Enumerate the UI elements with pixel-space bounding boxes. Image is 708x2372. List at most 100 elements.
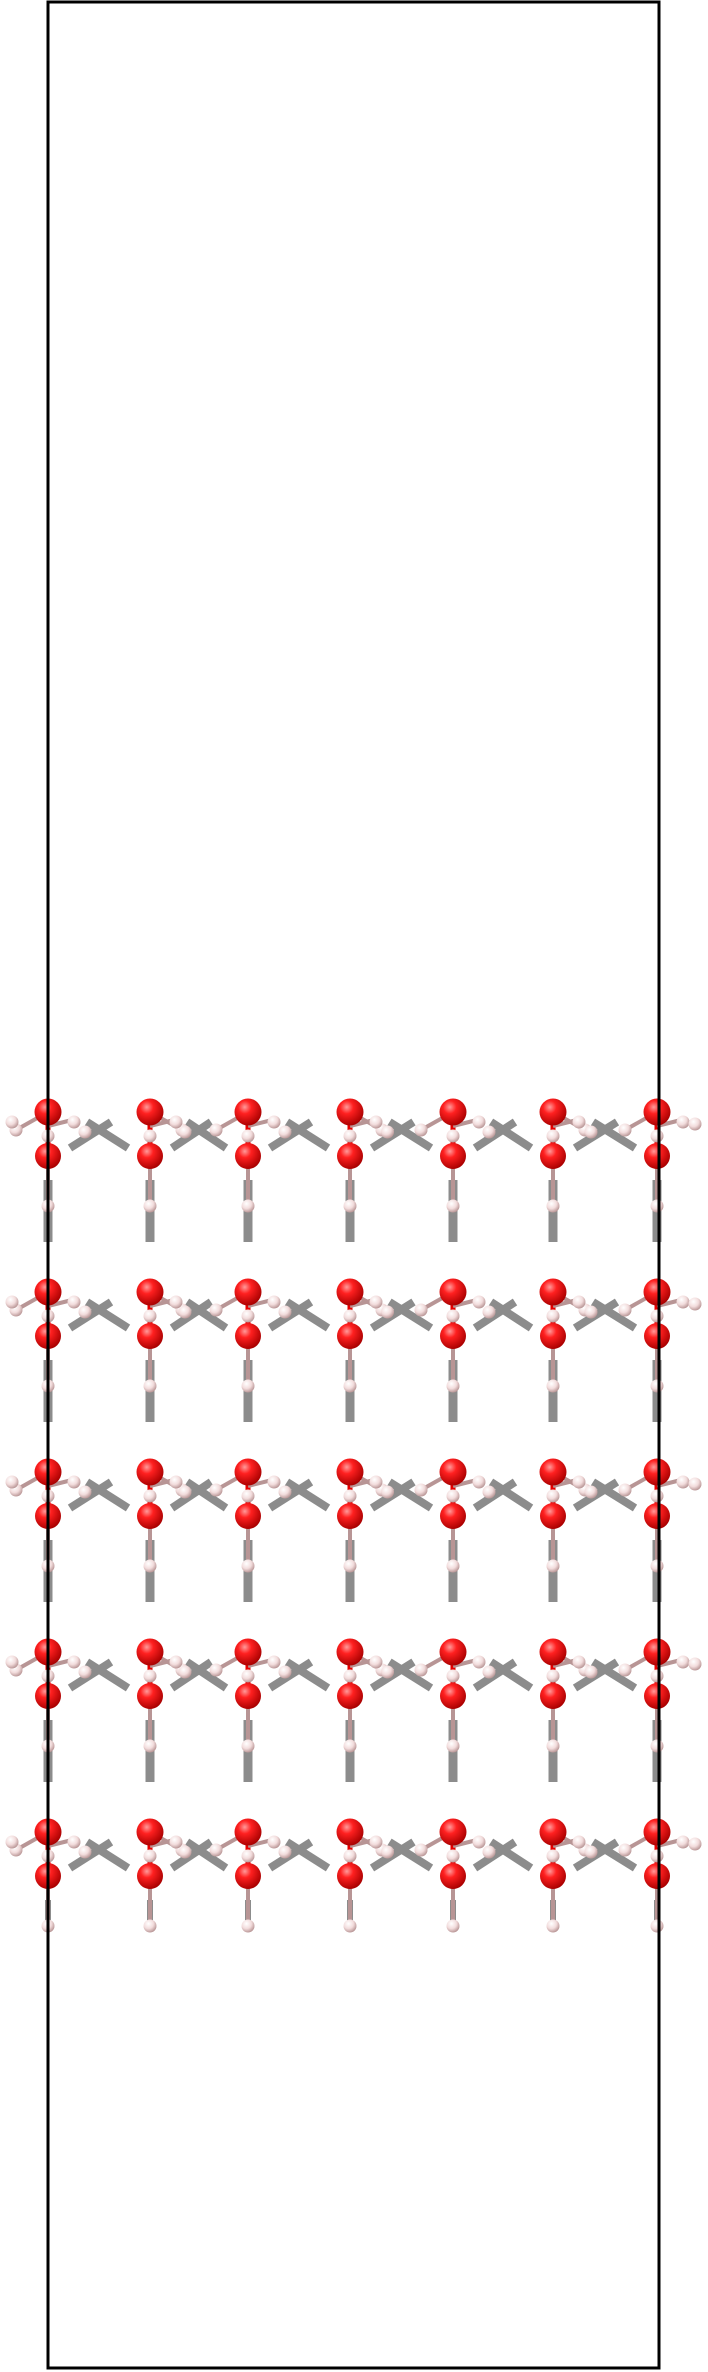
hydrogen-atom: [67, 1115, 81, 1129]
oxygen-atom: [643, 1458, 671, 1486]
framework-bond: [184, 1298, 229, 1332]
hydrogen-atom: [178, 1845, 192, 1859]
hydrogen-atom: [546, 1489, 560, 1503]
framework-bond: [472, 1838, 518, 1872]
hydrogen-atom: [143, 1919, 157, 1933]
hydrogen-atom: [241, 1559, 255, 1573]
framework-bond: [488, 1478, 534, 1512]
hydrogen-atom: [446, 1919, 460, 1933]
hydrogen-atom: [688, 1117, 702, 1131]
hydrogen-atom: [178, 1305, 192, 1319]
oxygen-atom: [439, 1278, 467, 1306]
framework-bond: [169, 1838, 214, 1872]
hydrogen-atom: [650, 1199, 664, 1213]
oxygen-atom: [234, 1638, 262, 1666]
hydrogen-atom: [676, 1295, 690, 1309]
hydrogen-atom: [143, 1739, 157, 1753]
framework-bond: [84, 1118, 131, 1152]
hydrogen-atom: [278, 1125, 292, 1139]
oxygen-atom: [337, 1323, 363, 1349]
hydrogen-atom: [584, 1665, 598, 1679]
hydrogen-atom: [414, 1123, 428, 1137]
hydrogen-atom: [414, 1303, 428, 1317]
oxygen-atom: [337, 1503, 363, 1529]
hydrogen-atom: [688, 1837, 702, 1851]
hydrogen-atom: [446, 1199, 460, 1213]
oxygen-atom: [539, 1278, 567, 1306]
framework-bond: [184, 1658, 229, 1692]
oxygen-atom: [644, 1683, 670, 1709]
hydrogen-atom: [369, 1835, 383, 1849]
hydrogen-atom: [650, 1739, 664, 1753]
hydrogen-atom: [618, 1123, 632, 1137]
hydrogen-atom: [5, 1655, 19, 1669]
framework-bond: [472, 1478, 518, 1512]
hydrogen-atom: [650, 1309, 664, 1323]
framework-bond: [488, 1658, 534, 1692]
oxygen-atom: [136, 1638, 164, 1666]
hydrogen-atom: [446, 1489, 460, 1503]
framework-bond: [590, 1298, 638, 1332]
framework-bond: [284, 1658, 331, 1692]
hydrogen-atom: [446, 1379, 460, 1393]
hydrogen-atom: [650, 1129, 664, 1143]
hydrogen-atom: [546, 1739, 560, 1753]
oxygen-atom: [644, 1143, 670, 1169]
hydrogen-atom: [676, 1655, 690, 1669]
hydrogen-atom: [143, 1489, 157, 1503]
oxygen-atom: [440, 1323, 466, 1349]
hydrogen-atom: [278, 1665, 292, 1679]
hydrogen-atom: [278, 1485, 292, 1499]
hydrogen-atom: [572, 1835, 586, 1849]
hydrogen-atom: [414, 1843, 428, 1857]
oxygen-atom: [539, 1098, 567, 1126]
hydrogen-atom: [5, 1295, 19, 1309]
oxygen-atom: [235, 1323, 261, 1349]
framework-bond: [284, 1298, 331, 1332]
framework-bond: [488, 1298, 534, 1332]
oxygen-atom: [136, 1818, 164, 1846]
hydrogen-atom: [472, 1835, 486, 1849]
hydrogen-atom: [169, 1295, 183, 1309]
hydrogen-atom: [67, 1475, 81, 1489]
hydrogen-atom: [369, 1295, 383, 1309]
oxygen-atom: [234, 1098, 262, 1126]
framework-bond: [284, 1478, 331, 1512]
hydrogen-atom: [241, 1129, 255, 1143]
oxygen-atom: [439, 1098, 467, 1126]
unit-cell-outline: [46, 0, 661, 2370]
hydrogen-atom: [676, 1835, 690, 1849]
oxygen-atom: [644, 1863, 670, 1889]
oxygen-atom: [235, 1503, 261, 1529]
oxygen-atom: [539, 1458, 567, 1486]
hydrogen-atom: [143, 1849, 157, 1863]
hydrogen-atom: [446, 1309, 460, 1323]
hydrogen-atom: [343, 1129, 357, 1143]
framework-bond: [488, 1118, 534, 1152]
hydrogen-atom: [414, 1663, 428, 1677]
framework-bond: [590, 1478, 638, 1512]
oxygen-atom: [336, 1458, 364, 1486]
hydrogen-atom: [143, 1199, 157, 1213]
oxygen-atom: [136, 1278, 164, 1306]
hydrogen-atom: [241, 1669, 255, 1683]
hydrogen-atom: [650, 1489, 664, 1503]
oxygen-atom: [234, 1458, 262, 1486]
hydrogen-atom: [381, 1305, 394, 1319]
hydrogen-atom: [343, 1489, 357, 1503]
hydrogen-atom: [546, 1309, 560, 1323]
hydrogen-atom: [472, 1295, 486, 1309]
oxygen-atom: [137, 1683, 163, 1709]
hydrogen-atom: [618, 1483, 632, 1497]
hydrogen-atom: [143, 1379, 157, 1393]
hydrogen-atom: [178, 1665, 192, 1679]
oxygen-atom: [440, 1503, 466, 1529]
hydrogen-atom: [446, 1849, 460, 1863]
hydrogen-atom: [381, 1845, 394, 1859]
hydrogen-atom: [169, 1115, 183, 1129]
hydrogen-atom: [209, 1663, 223, 1677]
hydrogen-atom: [381, 1125, 394, 1139]
framework-bond: [472, 1658, 518, 1692]
oxygen-atom: [643, 1818, 671, 1846]
hydrogen-atom: [278, 1305, 292, 1319]
